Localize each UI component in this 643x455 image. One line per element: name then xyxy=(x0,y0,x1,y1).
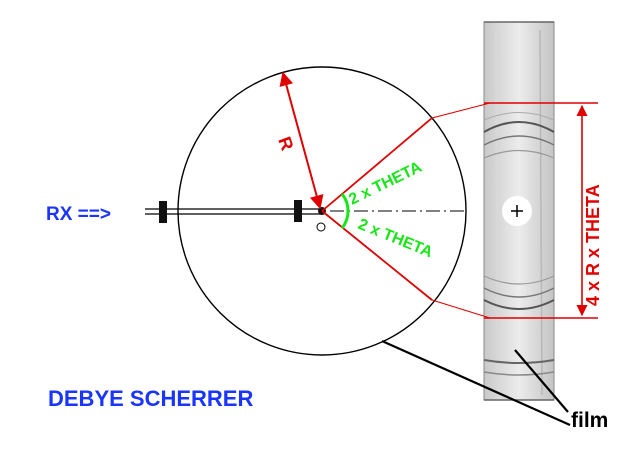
angle-label-lower: 2 x THETA xyxy=(356,216,436,261)
diffracted-ray-upper xyxy=(321,117,433,212)
film-label: film xyxy=(571,409,608,432)
radius-label: R xyxy=(274,134,297,153)
film-pointer-1 xyxy=(381,339,571,427)
source-label: RX ==> xyxy=(46,204,111,225)
film-strip xyxy=(483,21,555,401)
collimator xyxy=(145,200,322,223)
angle-arc-upper xyxy=(340,193,350,212)
projection-line-upper xyxy=(431,102,491,119)
camera-circle xyxy=(177,66,467,356)
angle-arc-lower xyxy=(340,210,350,229)
diagram-title: DEBYE SCHERRER xyxy=(48,386,253,411)
film-pointer-2 xyxy=(514,349,569,413)
radius-arrow xyxy=(279,71,324,210)
arc-length-label: 4 x R x THETA xyxy=(583,184,603,306)
diffracted-ray-lower xyxy=(321,210,433,301)
angle-label-upper: 2 x THETA xyxy=(346,159,425,209)
projection-line-lower xyxy=(431,299,491,319)
beam-stop-hole xyxy=(316,222,326,232)
